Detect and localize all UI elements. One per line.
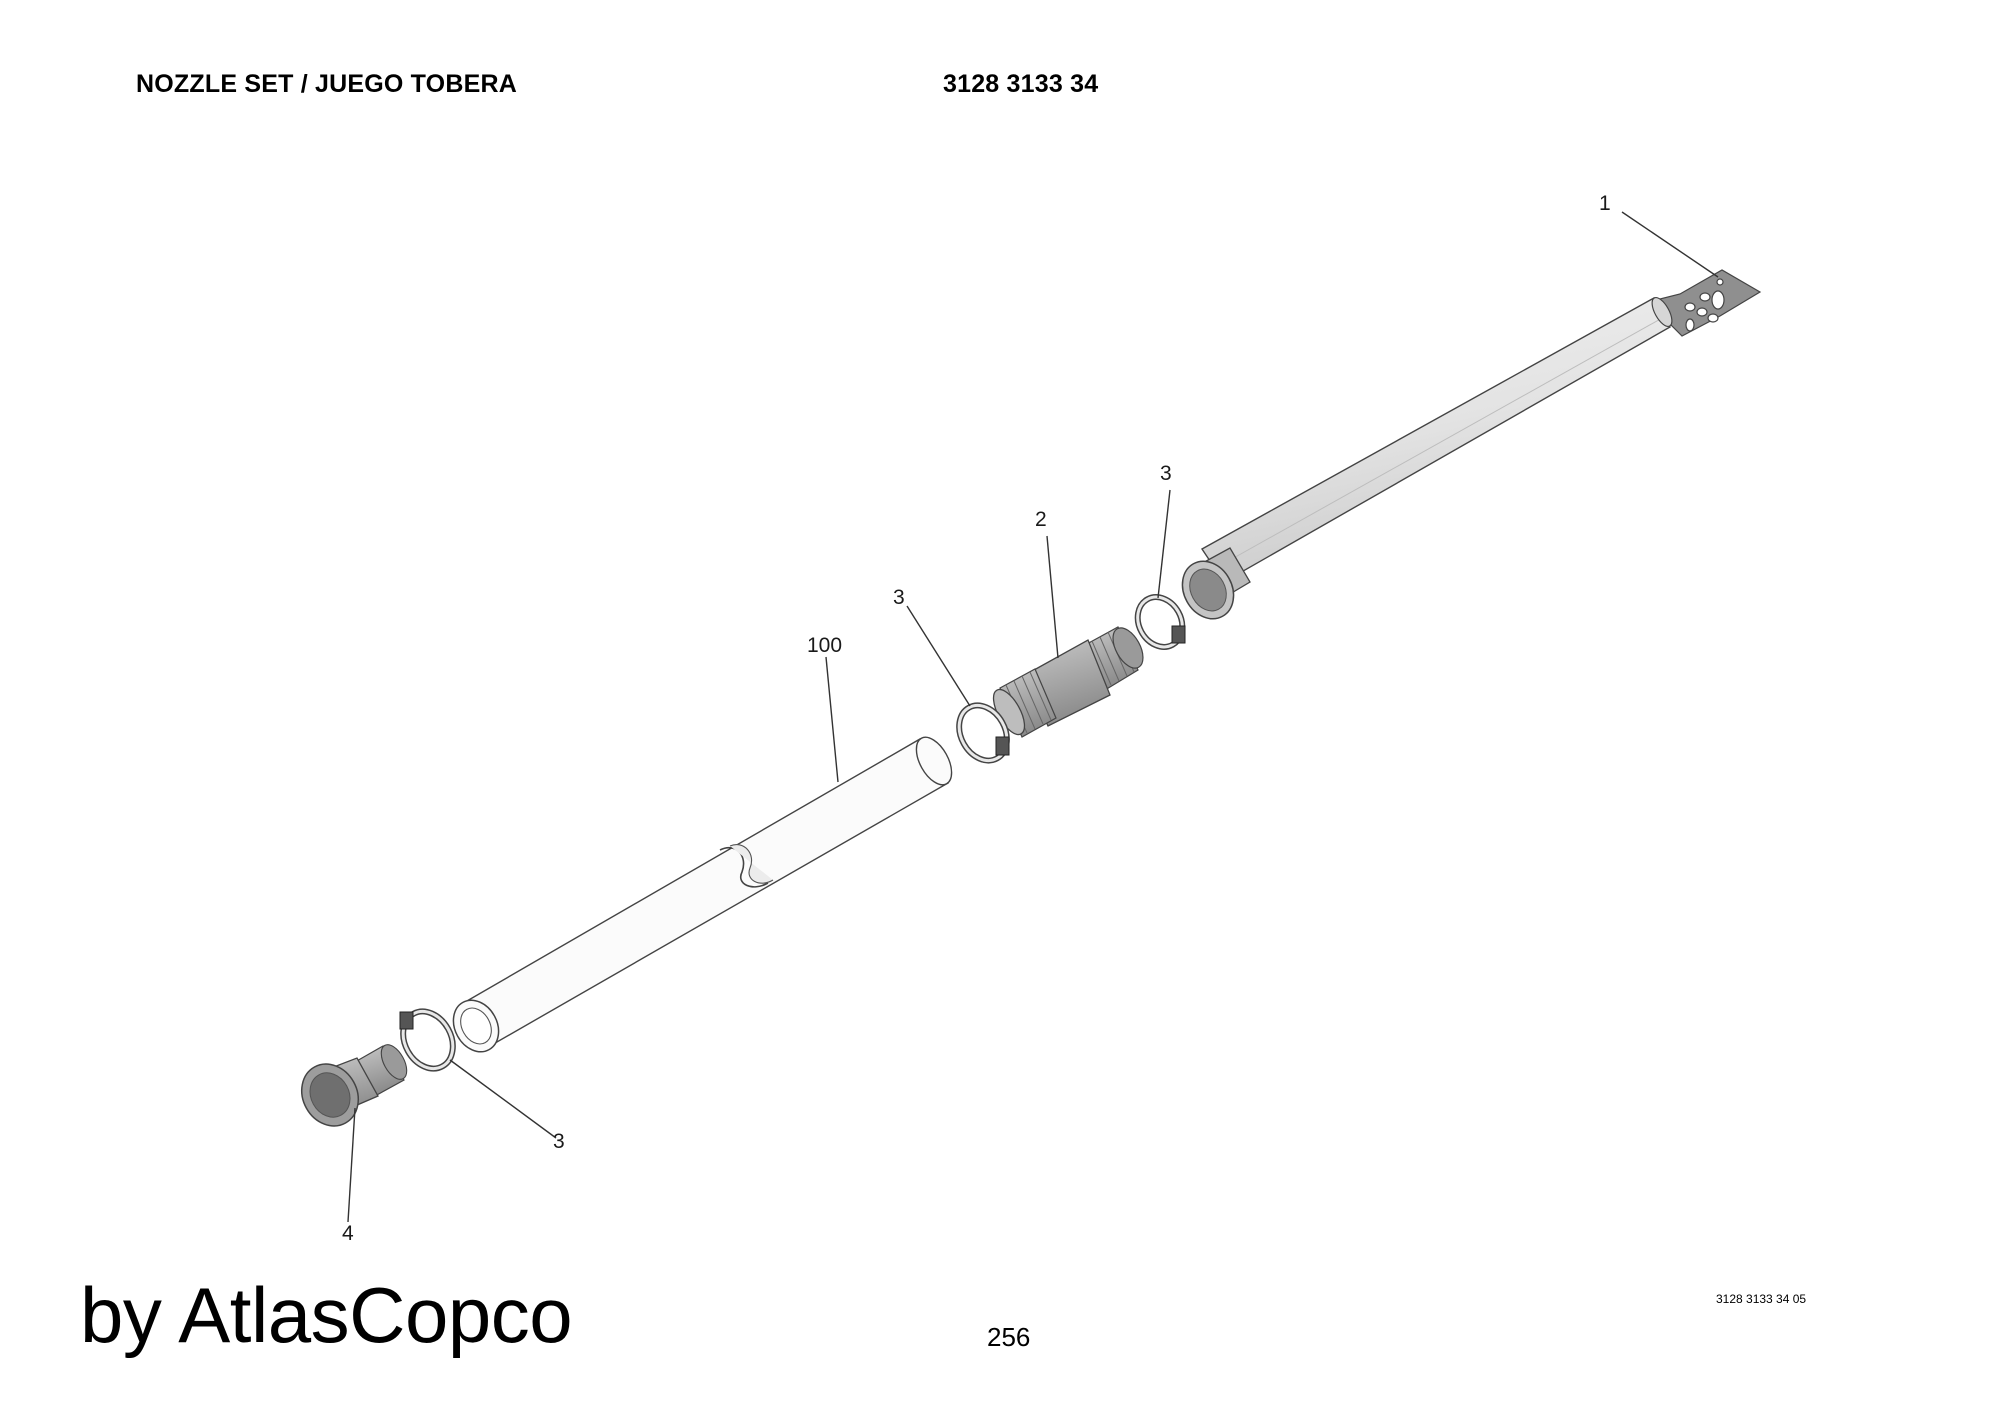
end-fitting-part-4 <box>300 1044 408 1127</box>
nozzle-tube-part-1 <box>1181 269 1762 620</box>
callout-1: 1 <box>1599 192 1611 215</box>
callout-3-upper: 3 <box>1160 462 1172 485</box>
hose-clamp-part-3-middle <box>956 702 1010 764</box>
callout-2: 2 <box>1035 508 1047 531</box>
callout-4: 4 <box>342 1222 354 1245</box>
callout-100: 100 <box>807 634 842 657</box>
part-number: 3128 3133 34 <box>943 70 1099 98</box>
leader-lines <box>347 211 1719 1223</box>
callout-3-middle: 3 <box>893 586 905 609</box>
page-title: NOZZLE SET / JUEGO TOBERA <box>136 70 517 98</box>
hose-part-100 <box>452 736 953 1053</box>
coupling-part-2 <box>992 626 1144 738</box>
brand-watermark: by AtlasCopco <box>80 1271 573 1359</box>
drawing-reference: 3128 3133 34 05 <box>1716 1292 1807 1306</box>
hose-clamp-part-3-upper <box>1134 594 1186 650</box>
page-number: 256 <box>987 1322 1031 1352</box>
hose-clamp-part-3-lower <box>399 1008 456 1072</box>
callout-3-lower: 3 <box>553 1130 565 1153</box>
